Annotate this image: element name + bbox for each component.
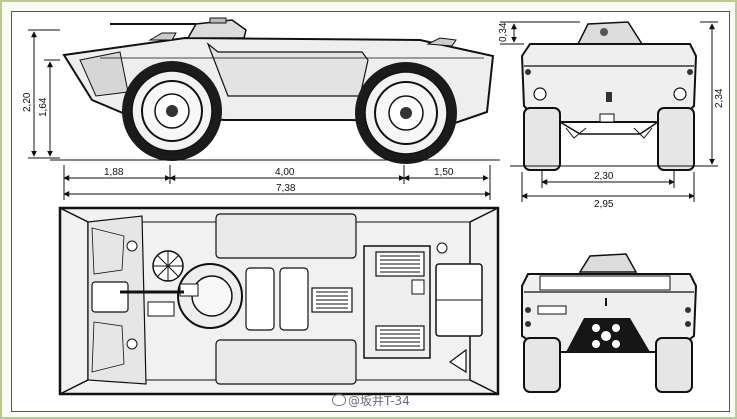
watermark: @坂井T-34 [332,392,410,409]
rear-overhang-label: 1,50 [434,167,454,178]
side-view [50,17,500,164]
front-overhang-label: 1,88 [104,167,124,178]
top-view [58,206,500,396]
wheelbase-label: 4,00 [275,167,295,178]
side-dimension-lines [28,29,491,200]
rear-view [521,253,698,393]
watermark-text: @坂井T-34 [348,394,410,408]
top-turret [120,263,243,329]
front-height-label: 2,34 [714,88,725,108]
weibo-icon [332,394,346,406]
front-left-wheel [523,107,561,171]
rear-right-wheel [655,337,693,393]
rear-left-wheel [523,337,561,393]
side-rear-wheel [355,62,457,164]
top-fan-vent [152,250,184,282]
rear-turret [578,253,638,273]
side-turret [186,19,247,39]
height-hull-label: 1,64 [38,97,49,117]
turret-height-label: 0,34 [498,22,509,42]
front-view [510,21,706,171]
height-total-label: 2,20 [22,92,33,112]
front-turret [576,21,644,45]
front-dimension-lines [500,21,718,202]
overall-width-label: 2,95 [594,199,614,210]
overall-length-label: 7,38 [276,183,296,194]
track-width-label: 2,30 [594,171,614,182]
side-front-wheel [122,61,222,161]
front-right-wheel [657,107,695,171]
